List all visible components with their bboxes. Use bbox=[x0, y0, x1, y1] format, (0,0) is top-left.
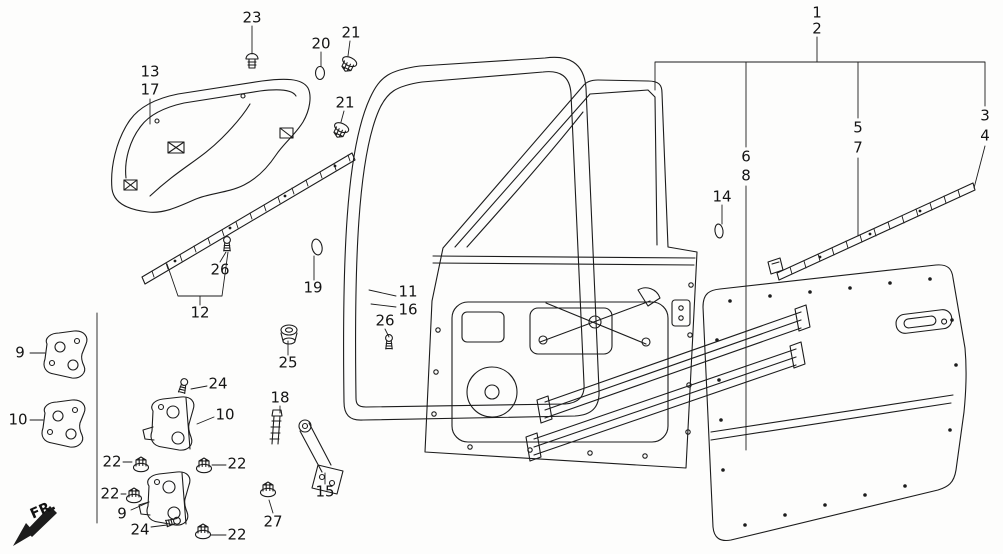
hinge-bolt-22-a bbox=[132, 456, 150, 473]
callout-22-c: 22 bbox=[100, 484, 120, 503]
grommet-25 bbox=[280, 324, 298, 345]
fr-direction-arrow bbox=[13, 506, 57, 546]
grommet-19 bbox=[311, 238, 323, 256]
callout-10-left: 10 bbox=[8, 410, 28, 429]
callout-26-left: 26 bbox=[210, 260, 230, 279]
door-hinge-upper bbox=[43, 330, 88, 379]
callout-2: 2 bbox=[812, 19, 822, 38]
callout-15: 15 bbox=[315, 482, 335, 501]
door-checker bbox=[298, 419, 344, 495]
callout-19: 19 bbox=[303, 278, 323, 297]
callout-8: 8 bbox=[741, 166, 751, 185]
callout-10-body: 10 bbox=[215, 405, 235, 424]
callout-21-top: 21 bbox=[341, 23, 361, 42]
leader-lines bbox=[29, 25, 986, 536]
callout-26-right: 26 bbox=[375, 311, 395, 330]
side-protector-molding bbox=[767, 182, 976, 281]
door-stiffener-beams bbox=[525, 304, 811, 462]
body-hinge-upper bbox=[142, 396, 195, 451]
callout-18: 18 bbox=[270, 388, 290, 407]
callout-25: 25 bbox=[278, 353, 298, 372]
callout-4: 4 bbox=[980, 126, 990, 145]
door-outer-skin bbox=[702, 264, 967, 542]
callout-24-upper: 24 bbox=[208, 374, 228, 393]
callout-27: 27 bbox=[263, 512, 283, 531]
door-handle-recess bbox=[895, 309, 953, 334]
belt-molding bbox=[141, 152, 356, 285]
clip-14 bbox=[714, 223, 724, 239]
callout-22-d: 22 bbox=[227, 525, 247, 544]
screw-26-a bbox=[223, 236, 231, 252]
callout-23: 23 bbox=[242, 8, 262, 27]
callout-1: 1 bbox=[812, 3, 822, 22]
callout-5: 5 bbox=[853, 118, 863, 137]
screw-24-a bbox=[177, 377, 189, 395]
callout-12: 12 bbox=[190, 303, 210, 322]
door-lining-panel bbox=[111, 78, 311, 213]
callout-9-left: 9 bbox=[15, 343, 25, 362]
washer-20 bbox=[314, 65, 326, 81]
checker-stud bbox=[269, 409, 283, 445]
callout-20: 20 bbox=[311, 34, 331, 53]
door-inner-panel bbox=[424, 79, 698, 469]
callout-9-body: 9 bbox=[117, 504, 127, 523]
callout-22-a: 22 bbox=[102, 452, 122, 471]
hinge-bolt-22-c bbox=[125, 487, 143, 504]
callout-13: 13 bbox=[140, 62, 160, 81]
callout-24-lower: 24 bbox=[130, 520, 150, 539]
hinge-bolt-22-d bbox=[194, 523, 212, 540]
callout-3: 3 bbox=[980, 106, 990, 125]
callout-7: 7 bbox=[853, 138, 863, 157]
callout-16: 16 bbox=[398, 300, 418, 319]
checker-bolt-27 bbox=[259, 481, 277, 498]
clip-bolt-23 bbox=[245, 52, 259, 69]
body-hinge-lower bbox=[138, 471, 191, 526]
callout-22-b: 22 bbox=[227, 454, 247, 473]
hinge-bolt-22-b bbox=[195, 457, 213, 474]
callout-11: 11 bbox=[398, 282, 418, 301]
door-hinge-lower bbox=[41, 399, 86, 448]
callout-14: 14 bbox=[712, 187, 732, 206]
bolt-21-mid bbox=[329, 120, 351, 141]
callout-17: 17 bbox=[140, 80, 160, 99]
bolt-21-top bbox=[337, 54, 359, 75]
callout-6: 6 bbox=[741, 147, 751, 166]
callout-21-mid: 21 bbox=[335, 93, 355, 112]
